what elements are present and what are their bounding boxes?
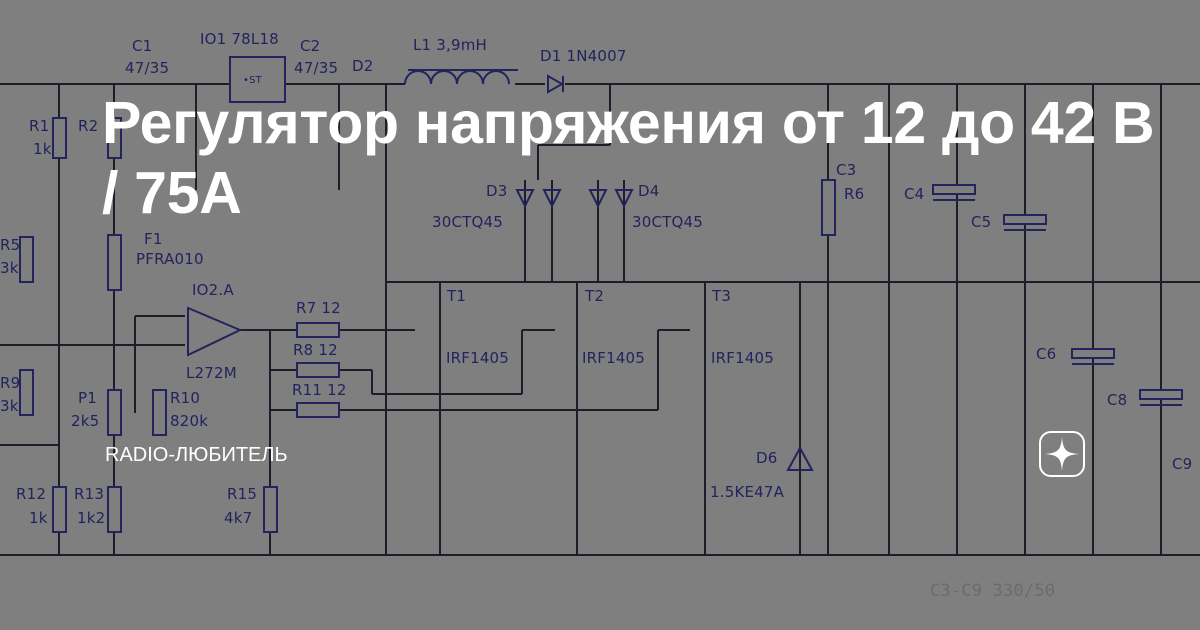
schematic-label: 1.5KE47A [710,483,785,501]
schematic-label: C9 [1172,455,1193,473]
schematic-label: D1 1N4007 [540,47,627,65]
schematic-label: R15 [227,485,258,503]
schematic-label: R2 [78,117,99,135]
schematic-label: L272M [186,364,237,382]
schematic-label: R1 [29,117,50,135]
schematic-label: 820k [170,412,209,430]
zen-star-icon [1039,431,1085,477]
schematic-label: T2 [585,287,605,305]
schematic-label: R11 12 [292,381,347,399]
schematic-label: C1 [132,37,153,55]
schematic-label: T1 [447,287,467,305]
schematic-label: 47/35 [294,59,339,77]
schematic-label: C4 [904,185,925,203]
schematic-label: •ST [243,75,262,86]
schematic-label: 1k2 [77,509,106,527]
schematic-label: 3k [0,397,19,415]
schematic-label: P1 [78,389,97,407]
schematic-label: R7 12 [296,299,341,317]
schematic-label: PFRA010 [136,250,204,268]
schematic-label: R9 [0,374,21,392]
schematic-label: 1k [33,140,52,158]
schematic-label: 2k5 [71,412,100,430]
article-title[interactable]: Регулятор напряжения от 12 до 42 В / 75А [102,90,1155,226]
schematic-label: 30CTQ45 [632,213,704,231]
schematic-label: D4 [638,182,660,200]
schematic-label: C2 [300,37,321,55]
schematic-note: C3-C9 330/50 [930,581,1056,601]
schematic-label: T3 [712,287,732,305]
schematic-label: D6 [756,449,778,467]
schematic-label: 4k7 [224,509,253,527]
schematic-label: D2 [352,57,374,75]
schematic-label: R6 [844,185,865,203]
schematic-label: R8 12 [293,341,338,359]
schematic-label: C5 [971,213,992,231]
schematic-label: R12 [16,485,47,503]
schematic-label: R10 [170,389,201,407]
schematic-label: 1k [29,509,48,527]
schematic-label: R5 [0,236,21,254]
schematic-label: 30CTQ45 [432,213,504,231]
schematic-label: IO2.A [192,281,234,299]
schematic-label: D3 [486,182,508,200]
schematic-label: IRF1405 [711,349,775,367]
schematic-label: C3 [836,161,857,179]
schematic-label: C6 [1036,345,1057,363]
source-name[interactable]: RADIO-ЛЮБИТЕЛЬ [105,444,288,466]
schematic-label: F1 [144,230,163,248]
schematic-label: 3k [0,259,19,277]
schematic-label: C8 [1107,391,1128,409]
schematic-label: L1 3,9mH [413,36,488,54]
schematic-label: IO1 78L18 [200,30,279,48]
schematic-label: IRF1405 [446,349,510,367]
schematic-label: IRF1405 [582,349,646,367]
schematic-label: 47/35 [125,59,170,77]
schematic-label: R13 [74,485,105,503]
